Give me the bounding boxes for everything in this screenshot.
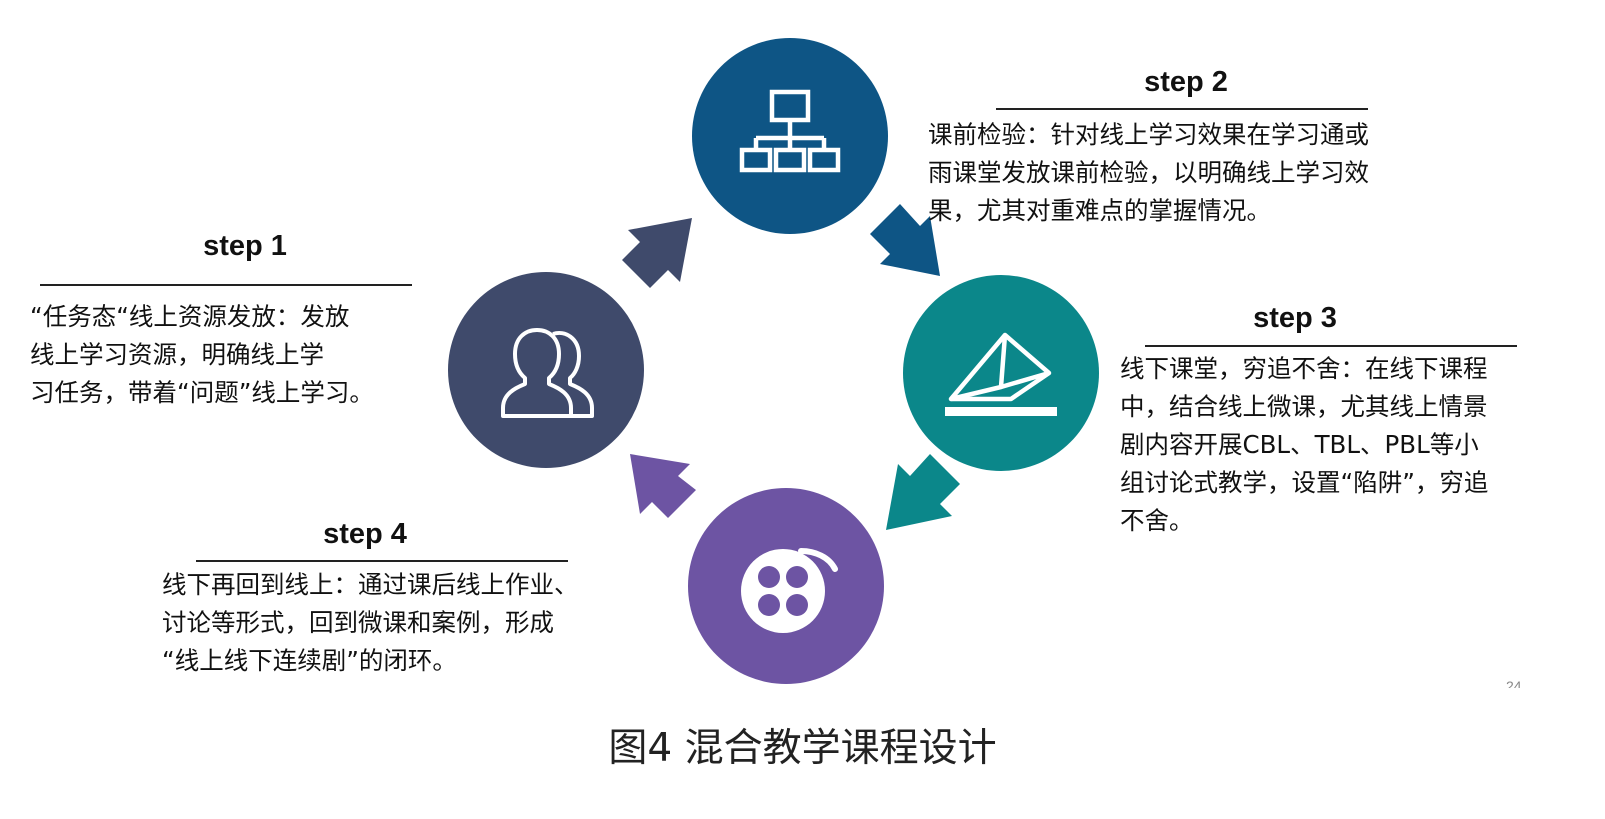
film-reel-icon: [741, 548, 838, 633]
step-1-title: step 1: [203, 230, 287, 262]
users-icon: [501, 328, 594, 418]
arrow-step4-to-step1: [630, 454, 696, 518]
step-3-description: 线下课堂，穷追不舍：在线下课程 中，结合线上微课，尤其线上情景 剧内容开展CBL…: [1120, 350, 1560, 540]
step-4-title: step 4: [323, 518, 407, 550]
step-1-line: 线上学习资源，明确线上学: [30, 340, 324, 369]
step-2-line: 果，尤其对重难点的掌握情况。: [928, 196, 1271, 225]
arrow-step3-to-step4: [886, 454, 960, 530]
step-2-circle: [692, 38, 888, 234]
step-4-line: 线下再回到线上：通过课后线上作业、: [162, 570, 579, 599]
step-4-rule: [196, 560, 568, 562]
step-4-description: 线下再回到线上：通过课后线上作业、 讨论等形式，回到微课和案例，形成 “线上线下…: [162, 566, 662, 680]
step-4-line: “线上线下连续剧”的闭环。: [162, 646, 457, 675]
step-1-circle: [448, 272, 644, 468]
step-3-line: 剧内容开展CBL、TBL、PBL等小: [1120, 430, 1479, 459]
step-1-line: “任务态“线上资源发放：发放: [30, 302, 350, 331]
figure-caption: 图4 混合教学课程设计: [608, 726, 997, 771]
step-3-line: 中，结合线上微课，尤其线上情景: [1120, 392, 1488, 421]
step-3-line: 线下课堂，穷追不舍：在线下课程: [1120, 354, 1488, 383]
envelope-icon: [945, 332, 1057, 416]
step-1-rule: [40, 284, 412, 286]
step-3-title: step 3: [1253, 302, 1337, 334]
arrow-step2-to-step3: [870, 204, 940, 276]
step-2-description: 课前检验：针对线上学习效果在学习通或 雨课堂发放课前检验，以明确线上学习效 果，…: [928, 116, 1448, 230]
step-3-rule: [1145, 345, 1517, 347]
step-2-line: 课前检验：针对线上学习效果在学习通或: [928, 120, 1369, 149]
step-3-line: 不舍。: [1120, 506, 1194, 535]
step-2-line: 雨课堂发放课前检验，以明确线上学习效: [928, 158, 1369, 187]
step-4-line: 讨论等形式，回到微课和案例，形成: [162, 608, 554, 637]
page-number: 24: [1506, 678, 1522, 688]
step-3-circle: [903, 275, 1099, 471]
step-3-line: 组讨论式教学，设置“陷阱”，穷追: [1120, 468, 1489, 497]
step-2-rule: [996, 108, 1368, 110]
step-4-circle: [688, 488, 884, 684]
step-2-title: step 2: [1144, 66, 1228, 98]
step-1-description: “任务态“线上资源发放：发放 线上学习资源，明确线上学 习任务，带着“问题”线上…: [30, 298, 460, 412]
sitemap-icon: [739, 89, 841, 173]
arrow-step1-to-step2: [622, 218, 692, 288]
step-1-line: 习任务，带着“问题”线上学习。: [30, 378, 374, 407]
